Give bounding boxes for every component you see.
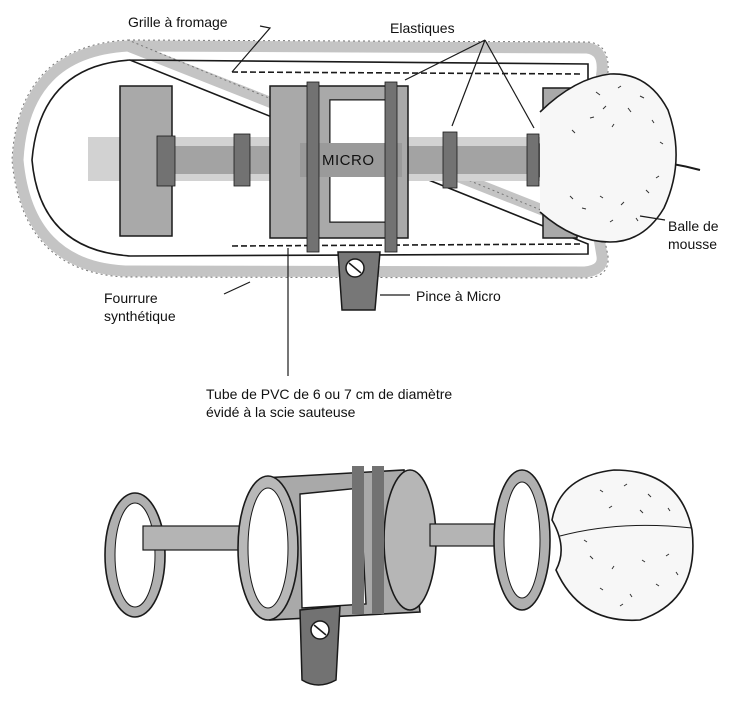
leader-elastiques-2 bbox=[451, 39, 486, 127]
synthetic-fur-outline bbox=[11, 39, 609, 279]
elastics-group bbox=[156, 81, 540, 253]
perspective-elastic-1 bbox=[352, 466, 364, 614]
perspective-tube-back bbox=[383, 469, 437, 611]
foam-texture bbox=[569, 85, 664, 223]
elastic-1 bbox=[156, 135, 176, 187]
elastic-6 bbox=[526, 133, 540, 187]
label-pince: Pince à Micro bbox=[416, 288, 501, 304]
perspective-foam-ball bbox=[551, 469, 694, 622]
label-micro: MICRO bbox=[322, 152, 375, 169]
label-tube-1: Tube de PVC de 6 ou 7 cm de diamètre bbox=[206, 386, 453, 402]
leader-elastiques-3 bbox=[484, 39, 535, 129]
label-fourrure-1: Fourrure bbox=[104, 290, 158, 306]
cheese-grater-dashed bbox=[231, 71, 583, 247]
elastic-2 bbox=[233, 133, 251, 187]
leader-lines bbox=[223, 25, 666, 376]
elastic-5 bbox=[442, 131, 458, 189]
label-elastiques: Elastiques bbox=[390, 20, 455, 36]
label-tube-2: évidé à la scie sauteuse bbox=[206, 404, 356, 420]
perspective-foam-texture bbox=[583, 483, 679, 607]
perspective-elastic-2 bbox=[372, 466, 384, 614]
leader-grille bbox=[231, 25, 272, 73]
label-fourrure-2: synthétique bbox=[104, 308, 176, 324]
leader-elastiques-1 bbox=[404, 39, 486, 81]
label-balle-2: mousse bbox=[668, 236, 718, 252]
synthetic-fur bbox=[12, 40, 608, 278]
leader-balle bbox=[639, 215, 666, 221]
cross-section-view bbox=[11, 39, 701, 311]
perspective-window bbox=[299, 487, 367, 609]
label-grille: Grille à fromage bbox=[128, 14, 228, 30]
perspective-view bbox=[104, 466, 694, 686]
perspective-clip bbox=[299, 605, 341, 686]
label-balle-1: Balle de bbox=[668, 218, 719, 234]
elastic-4 bbox=[384, 81, 398, 253]
foam-ball bbox=[539, 73, 677, 243]
elastic-3 bbox=[306, 81, 320, 253]
leader-fourrure bbox=[223, 281, 251, 295]
